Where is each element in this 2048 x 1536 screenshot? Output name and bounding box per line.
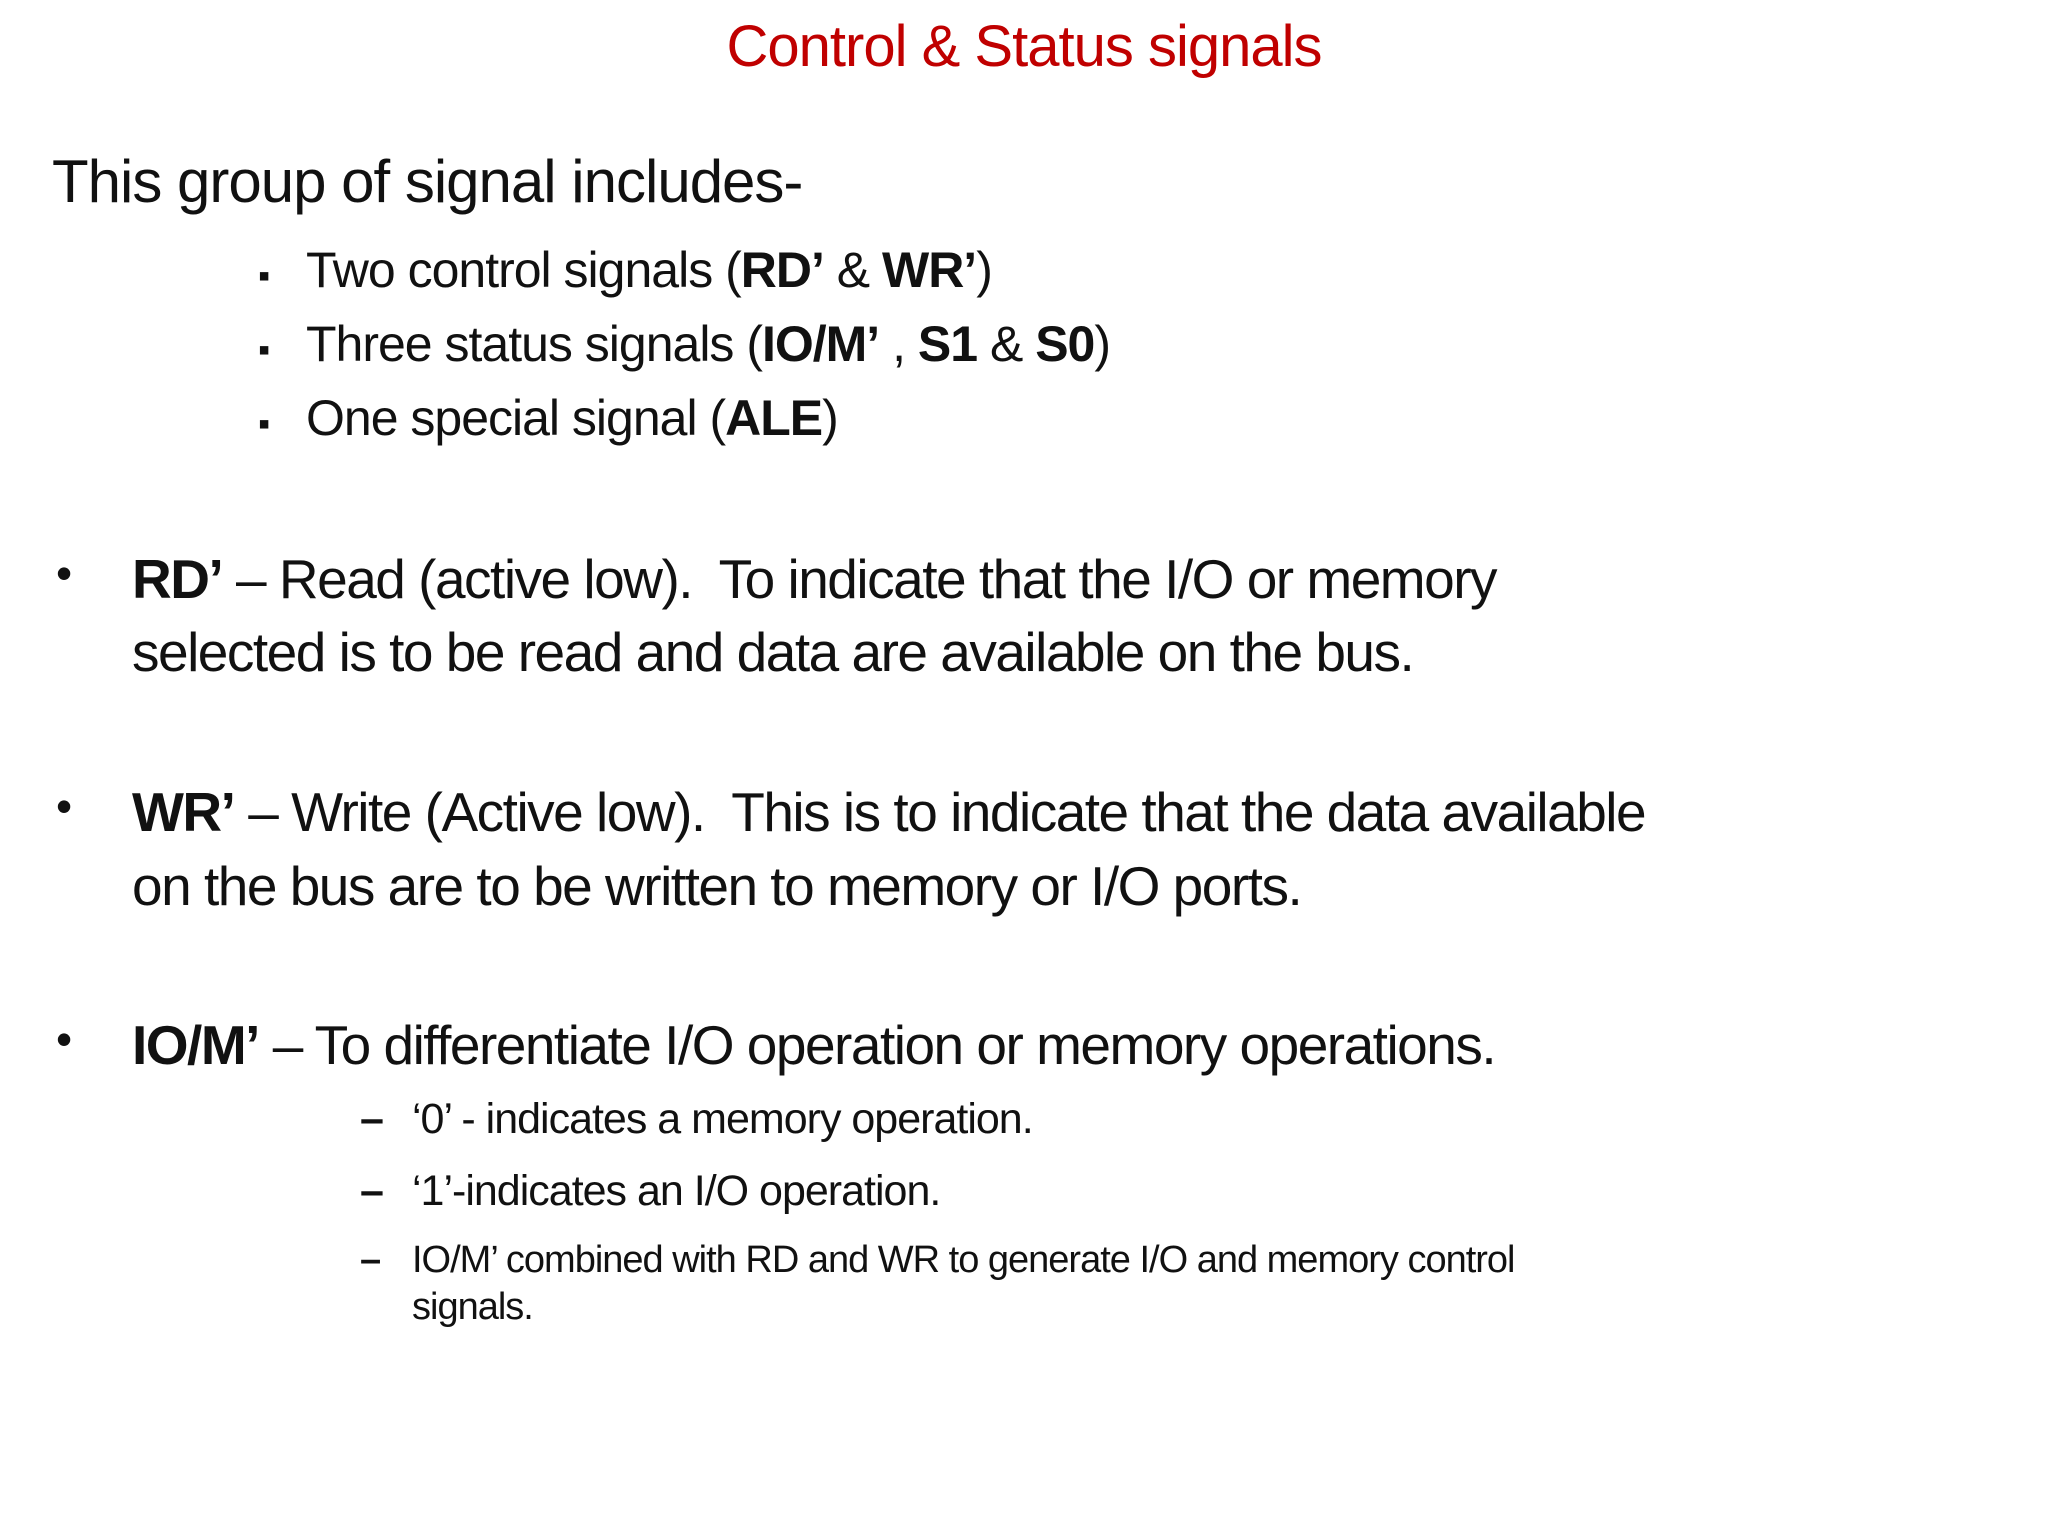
signal-types-list: ▪ Two control signals (RD’ & WR’) ▪ Three s… (258, 240, 2048, 448)
square-bullet-icon: ▪ (258, 404, 270, 443)
list-item: –‘0’ - indicates a memory operation. (360, 1093, 1515, 1147)
list-item: ▪ Three status signals (IO/M’ , S1 & S0) (258, 314, 2048, 374)
signal-name: IO/M’ (761, 315, 880, 372)
list-item-text-segment: & (823, 241, 882, 298)
signal-name: ALE (725, 389, 823, 446)
list-item-text-segment: ) (1094, 315, 1111, 372)
list-item-text: One special signal (ALE) (306, 388, 839, 448)
bullet-text: Read (active low). To indicate that the … (132, 547, 1498, 684)
list-item-text-segment: , (879, 315, 918, 372)
signal-name: RD’ (132, 547, 224, 610)
dash-bullet-icon: – (360, 1095, 384, 1144)
round-bullet-icon: • (56, 1013, 72, 1066)
sub-item-text: IO/M’ combined with RD and WR to generat… (412, 1238, 1515, 1329)
signal-name: S1 (917, 315, 978, 372)
list-item-text: Three status signals (IO/M’ , S1 & S0) (306, 314, 1111, 374)
intro-section: This group of signal includes- ▪ Two cont… (0, 146, 2048, 448)
list-item: • RD’ – Read (active low). To indicate th… (56, 543, 2018, 690)
list-item-text-segment: Two control signals ( (306, 241, 742, 298)
separator-dash: – (258, 1014, 315, 1077)
square-bullet-icon: ▪ (258, 330, 270, 369)
page-title: Control & Status signals (726, 14, 1323, 79)
signal-name: WR’ (132, 780, 236, 843)
separator-dash: – (234, 780, 292, 843)
signal-name: IO/M’ (132, 1014, 260, 1077)
square-bullet-icon: ▪ (258, 256, 270, 295)
list-item-text-segment: & (977, 315, 1036, 372)
sub-item-text: ‘1’-indicates an I/O operation. (412, 1166, 941, 1215)
list-item-text: Two control signals (RD’ & WR’) (306, 240, 993, 300)
intro-heading: This group of signal includes- (52, 147, 803, 215)
list-item-text-segment: ) (976, 241, 993, 298)
sub-item-text: ‘0’ - indicates a memory operation. (412, 1095, 1034, 1144)
bullet-paragraph: IO/M’ – To differentiate I/O operation o… (132, 1009, 1515, 1349)
bullet-text: To differentiate I/O operation or memory… (314, 1014, 1497, 1077)
list-item-text-segment: Three status signals ( (306, 315, 763, 372)
bullet-paragraph: WR’ – Write (Active low). This is to ind… (132, 776, 1647, 923)
signal-name: RD’ (740, 241, 825, 298)
signal-name: S0 (1035, 315, 1095, 372)
signal-name: WR’ (882, 241, 977, 298)
dash-bullet-icon: – (360, 1238, 381, 1281)
list-item: –IO/M’ combined with RD and WR to genera… (360, 1237, 1515, 1332)
list-item: –‘1’-indicates an I/O operation. (360, 1165, 1515, 1219)
bullet-text: Write (Active low). This is to indicate … (132, 780, 1647, 917)
list-item: • WR’ – Write (Active low). This is to in… (56, 776, 2018, 923)
round-bullet-icon: • (56, 546, 72, 599)
dash-bullet-icon: – (360, 1166, 384, 1215)
list-item: ▪ One special signal (ALE) (258, 388, 2048, 448)
round-bullet-icon: • (56, 779, 72, 832)
signal-details-list: • RD’ – Read (active low). To indicate th… (0, 543, 2048, 1350)
list-item: • IO/M’ – To differentiate I/O operation … (56, 1009, 2018, 1349)
list-item-text-segment: ) (822, 389, 839, 446)
list-item-text-segment: One special signal ( (306, 389, 726, 446)
list-item: ▪ Two control signals (RD’ & WR’) (258, 240, 2048, 300)
separator-dash: – (222, 547, 279, 610)
sub-detail-list: –‘0’ - indicates a memory operation.–‘1’… (360, 1093, 1515, 1332)
bullet-paragraph: RD’ – Read (active low). To indicate tha… (132, 543, 1498, 690)
